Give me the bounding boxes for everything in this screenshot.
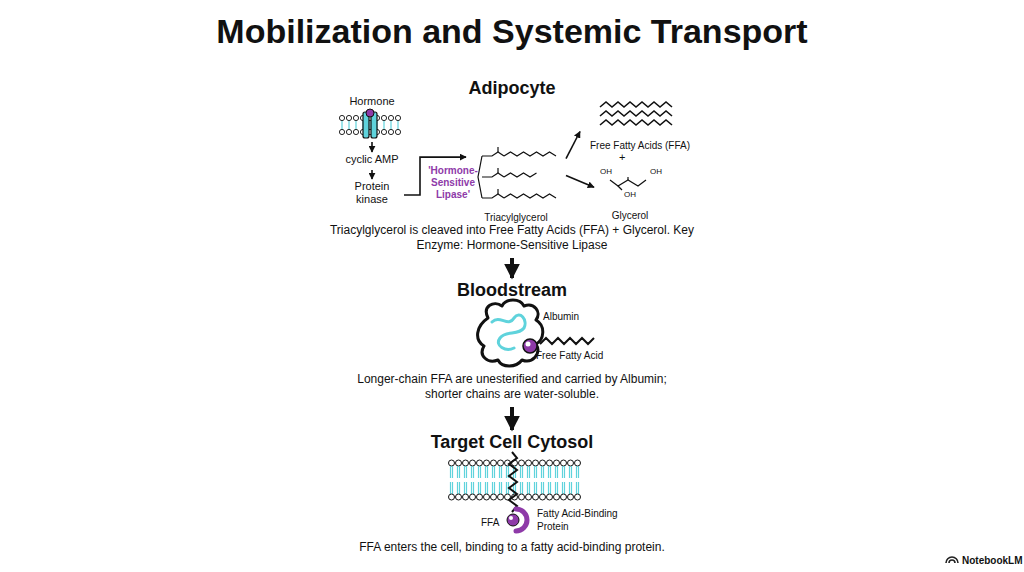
fatty-acid-crossing [509,452,517,512]
watermark: NotebookLM [962,554,1023,567]
part-label: Free Fatty Acid [536,349,603,362]
lipid-head [395,115,400,120]
fatty-acid-chain [600,120,672,125]
molecule-label: cyclic AMP [332,153,412,166]
lipid-head [388,115,393,120]
fatty-acid-chain [600,111,672,116]
fatty-acid-chain [504,173,537,177]
ester-link [482,173,504,177]
carbonyl [497,189,498,194]
bound-ffa [507,514,519,526]
lipid-tail [390,120,391,130]
hydroxyl-bond [627,177,628,180]
bound-fatty-acid [523,339,537,353]
molecule-node: Triacylglycerol [468,148,564,224]
fatty-acid-chain [504,194,556,198]
ester-link [482,194,504,198]
lipid-tail [397,120,398,130]
molecule-label: Protein kinase [342,180,402,206]
lipid-head [339,129,344,134]
section-heading: Bloodstream [342,280,682,301]
lipid-tail [383,120,384,130]
bound-fatty-acid-highlight [526,342,531,347]
albumin-chain [492,315,525,349]
section-description: Triacylglycerol is cleaved into Free Fat… [320,223,705,253]
molecule-node: Free Fatty Acids (FFA) [582,98,698,152]
part-label: Fatty Acid-Binding Protein [537,507,637,533]
lipid-head [381,115,386,120]
reaction-arrow [371,142,373,152]
hydroxyl-group: OH [600,167,612,177]
section-heading: Target Cell Cytosol [282,432,742,453]
part-label: Albumin [543,310,579,323]
molecule-label: Triacylglycerol [468,211,564,224]
flow-arrow [510,407,514,430]
fatty-acid-chain [504,152,556,156]
page-title: Mobilization and Systemic Transport [0,12,1024,51]
glycerol-backbone [478,156,482,198]
lipid-head [381,129,386,134]
free-fatty-acid-chain [540,338,594,344]
glycerol-chain [610,180,646,186]
albumin-protein [478,300,543,366]
lipid-head [339,115,344,120]
section-description: Longer-chain FFA are unesterified and ca… [352,372,672,402]
molecule-node: cyclic AMP [332,153,412,169]
lipid-head [395,129,400,134]
section-panel: Target Cell CytosolFFA enters the cell, … [282,432,742,558]
lipid-tail [348,120,349,130]
molecule-label: Hormone [342,95,402,108]
carbonyl [497,168,498,173]
carbonyl [497,147,498,152]
molecule-label: Free Fatty Acids (FFA) [582,139,698,152]
hydroxyl-group: OH [624,190,636,200]
plus-sign: + [619,150,625,164]
molecule-node: Hormone [342,95,402,141]
lipid-head [346,115,351,120]
lipid-tail [355,120,356,130]
part-label: FFA [481,516,499,529]
ester-link [482,152,504,156]
molecule-node: Protein kinase [342,180,402,210]
lipid-head [353,129,358,134]
lipid-head [388,129,393,134]
enzyme-label: 'Hormone-Sensitive Lipase' [424,165,482,201]
lipid-tail [341,120,342,130]
lipid-head [353,115,358,120]
reaction-arrow [566,175,594,187]
bound-ffa-highlight [509,516,513,520]
section-panel: BloodstreamLonger-chain FFA are unesteri… [342,280,682,405]
reaction-arrow [566,132,580,159]
hydroxyl-group: OH [650,167,662,177]
lipid-head [346,129,351,134]
reaction-arrow [371,170,373,179]
fatty-acid-chain [600,102,672,107]
hormone-ligand [366,109,374,117]
section-description: FFA enters the cell, binding to a fatty … [292,540,732,555]
molecule-label: Glycerol [596,209,664,222]
flow-arrow [510,258,514,278]
hydroxyl-bond [618,186,622,190]
